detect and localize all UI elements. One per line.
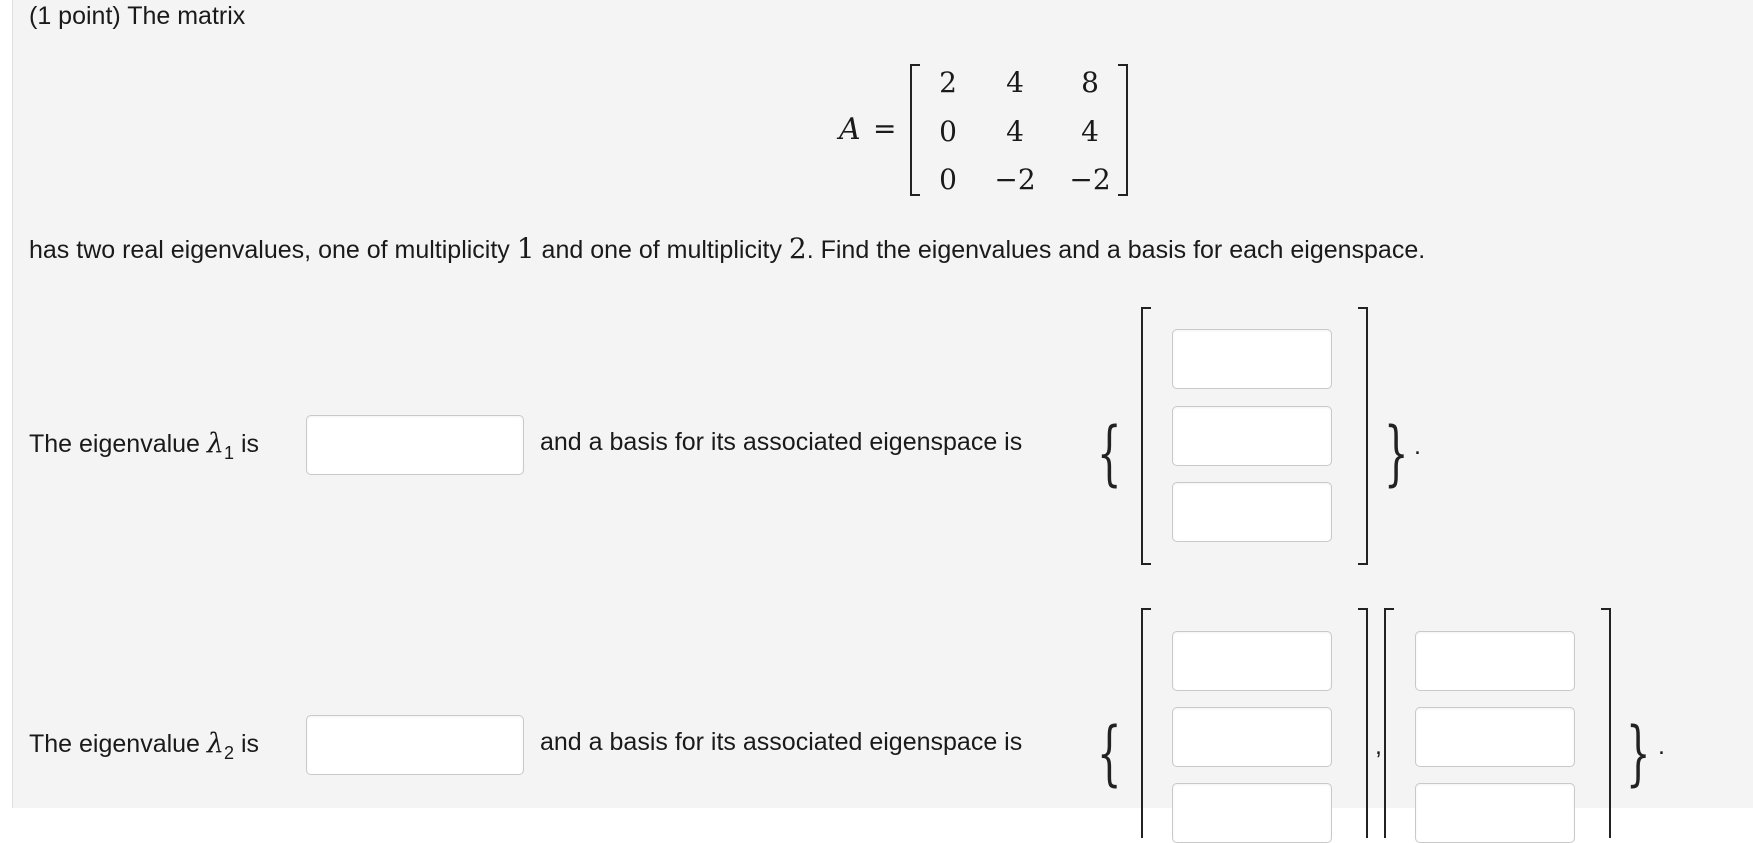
- vector-right-bracket: [1358, 608, 1368, 838]
- lambda-symbol: λ: [206, 728, 225, 759]
- statement-text: has two real eigenvalues, one of multipl…: [29, 236, 517, 264]
- vector-left-bracket: [1141, 608, 1151, 838]
- problem-statement: has two real eigenvalues, one of multipl…: [29, 232, 1425, 265]
- vector-right-bracket: [1601, 608, 1611, 838]
- matrix-cell: 4: [1006, 66, 1024, 99]
- basis-2-vector-2-entry-1[interactable]: [1415, 631, 1575, 691]
- problem-intro: (1 point) The matrix: [29, 2, 246, 30]
- basis-2-vector-1-entry-2[interactable]: [1172, 707, 1332, 767]
- open-brace: {: [1097, 412, 1122, 494]
- eigenvalue-2-label: The eigenvalue λ2 is: [29, 728, 260, 763]
- vector-left-bracket: [1141, 307, 1151, 565]
- statement-text: . Find the eigenvalues and a basis for e…: [806, 236, 1426, 264]
- vector-separator: ,: [1375, 732, 1382, 760]
- multiplicity-one: 1: [516, 232, 535, 265]
- open-brace: {: [1097, 712, 1122, 794]
- statement-text: and one of multiplicity: [534, 236, 789, 264]
- basis-1-vector-1-entry-3[interactable]: [1172, 482, 1332, 542]
- period: .: [1414, 432, 1421, 460]
- close-brace: }: [1626, 712, 1651, 794]
- basis-2-vector-1-entry-1[interactable]: [1172, 631, 1332, 691]
- eigenvalue-1-input[interactable]: [306, 415, 524, 475]
- matrix-cell: −2: [1069, 163, 1111, 196]
- basis-2-vector-2-entry-3[interactable]: [1415, 783, 1575, 843]
- basis-1-vector-1-entry-1[interactable]: [1172, 329, 1332, 389]
- basis-2-vector-1-entry-3[interactable]: [1172, 783, 1332, 843]
- basis-2-vector-2-entry-2[interactable]: [1415, 707, 1575, 767]
- close-brace: }: [1384, 412, 1409, 494]
- basis-1-vector-1-entry-2[interactable]: [1172, 406, 1332, 466]
- lambda-subscript: 2: [224, 743, 235, 763]
- eigenvalue-1-label: The eigenvalue λ1 is: [29, 428, 260, 463]
- matrix-cell: 4: [1006, 115, 1024, 148]
- matrix-cell: 8: [1081, 66, 1099, 99]
- period: .: [1658, 732, 1665, 760]
- basis-1-label: and a basis for its associated eigenspac…: [540, 428, 1023, 456]
- lambda-subscript: 1: [224, 443, 235, 463]
- matrix-cell: 0: [939, 163, 957, 196]
- matrix-cell: −2: [994, 163, 1036, 196]
- vector-right-bracket: [1358, 307, 1368, 565]
- lambda-symbol: λ: [206, 428, 225, 459]
- basis-2-label: and a basis for its associated eigenspac…: [540, 728, 1023, 756]
- problem-panel: (1 point) The matrix A = 2 4 8 0 4 4 0 −…: [12, 0, 1753, 843]
- matrix-cell: 2: [939, 66, 957, 99]
- matrix-label: A: [839, 112, 861, 147]
- multiplicity-two: 2: [788, 232, 807, 265]
- matrix-cell: 4: [1081, 115, 1099, 148]
- eigenvalue-2-input[interactable]: [306, 715, 524, 775]
- matrix-right-bracket: [1118, 64, 1128, 196]
- matrix-cell: 0: [939, 115, 957, 148]
- vector-left-bracket: [1384, 608, 1394, 838]
- matrix-equals: =: [873, 112, 897, 145]
- matrix-left-bracket: [910, 64, 920, 196]
